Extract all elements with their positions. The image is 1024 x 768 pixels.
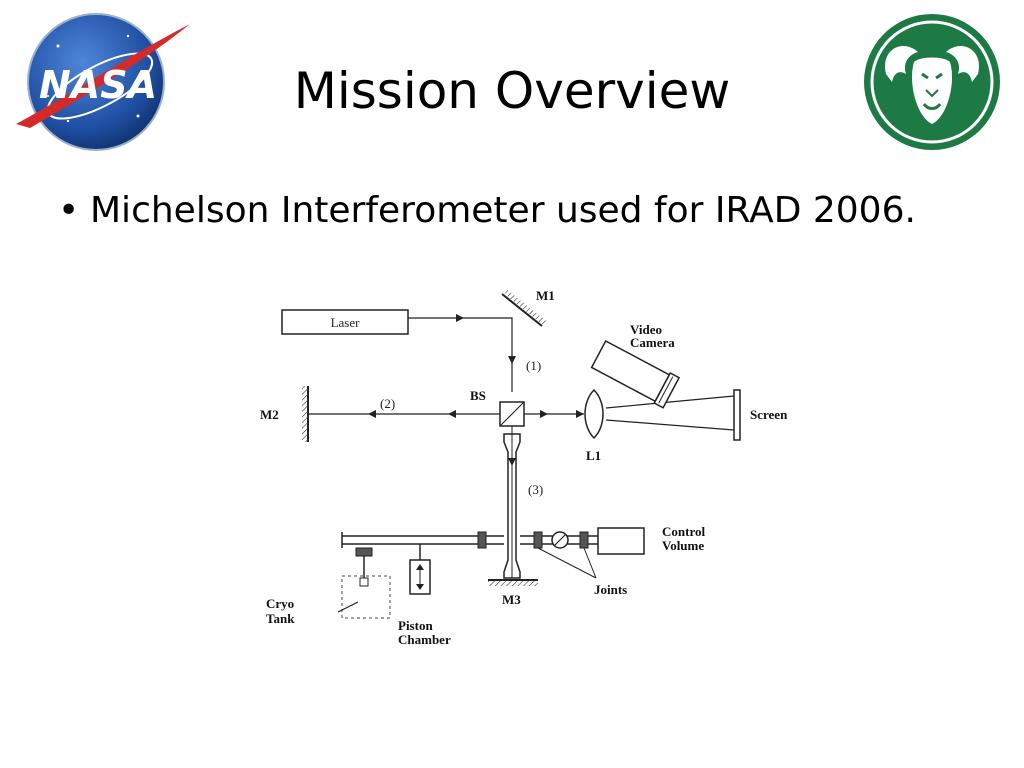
- m3-label: M3: [502, 592, 521, 607]
- beam-arrow: [368, 410, 376, 418]
- page-title: Mission Overview: [293, 62, 731, 120]
- beam-arrow: [508, 356, 516, 364]
- piston-chamber-label-line1: Piston: [398, 618, 433, 633]
- beam-arrow: [448, 410, 456, 418]
- piston-chamber-label-line2: Chamber: [398, 632, 451, 647]
- joint: [533, 531, 543, 549]
- path-2-label: (2): [380, 396, 395, 411]
- joint: [477, 531, 487, 549]
- nasa-logo-text: NASA: [39, 63, 157, 107]
- beam-arrow: [456, 314, 464, 322]
- control-volume: Control Volume: [597, 524, 705, 555]
- laser-box: Laser: [281, 309, 409, 335]
- csu-ram-logo-icon: [864, 14, 1000, 150]
- path-1-label: (1): [526, 358, 541, 373]
- test-tube: (3): [503, 426, 543, 579]
- beam-splitter: BS: [470, 388, 525, 427]
- control-volume-label-line2: Volume: [662, 538, 704, 553]
- bullet-text: Michelson Interferometer used for IRAD 2…: [90, 190, 916, 231]
- screen: Screen: [733, 389, 788, 441]
- beam-path-1: [408, 317, 513, 392]
- beam-arrow: [508, 458, 516, 466]
- m1-label: M1: [536, 288, 555, 303]
- piston-chamber: Piston Chamber: [398, 544, 451, 647]
- bullet-marker: •: [58, 190, 80, 231]
- bs-label: BS: [470, 388, 486, 403]
- lens-l1: L1: [584, 388, 604, 463]
- video-camera-label-line1: Video: [630, 322, 662, 337]
- beam-expanding: [605, 395, 735, 431]
- control-volume-label-line1: Control: [662, 524, 705, 539]
- pipe-line: [341, 531, 598, 549]
- joint: [579, 531, 589, 549]
- beam-arrow: [540, 410, 548, 418]
- video-camera: Video Camera: [590, 322, 681, 409]
- nasa-logo-icon: NASA: [16, 13, 190, 151]
- screen-label: Screen: [750, 407, 788, 422]
- path-3-label: (3): [528, 482, 543, 497]
- m2-label: M2: [260, 407, 279, 422]
- cryo-tank-label-line2: Tank: [266, 611, 295, 626]
- cryo-tank-label-line1: Cryo: [266, 596, 294, 611]
- laser-label: Laser: [331, 315, 361, 330]
- bullet-item: •Michelson Interferometer used for IRAD …: [58, 190, 916, 231]
- l1-label: L1: [586, 448, 601, 463]
- michelson-interferometer-diagram: Laser M1 (1) BS (2) M2: [260, 288, 788, 647]
- mirror-m1: M1: [501, 288, 555, 327]
- video-camera-label-line2: Camera: [630, 335, 675, 350]
- mirror-m2: M2: [260, 386, 309, 442]
- joints-callout: Joints: [537, 547, 627, 597]
- beam-arrow: [576, 410, 584, 418]
- cryo-tank: Cryo Tank: [266, 547, 391, 626]
- joints-label: Joints: [594, 582, 627, 597]
- mirror-m3: M3: [488, 579, 538, 607]
